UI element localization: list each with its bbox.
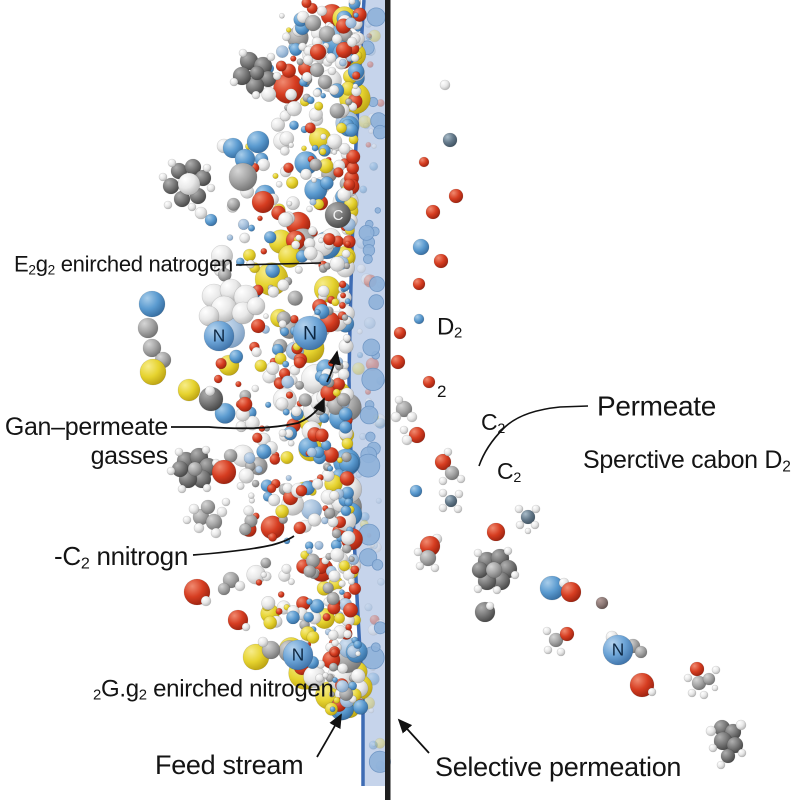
feed-stream-arrow xyxy=(316,713,342,758)
h-atom xyxy=(439,79,451,91)
n2-a xyxy=(412,238,430,256)
methanol-a xyxy=(434,447,466,486)
o2-h xyxy=(422,375,436,389)
peroxide-top xyxy=(302,36,360,66)
o2-c xyxy=(425,204,441,220)
svg-text:C: C xyxy=(333,208,344,224)
acetaldehyde xyxy=(542,626,575,657)
dot-r xyxy=(595,596,609,610)
methanol-b xyxy=(413,533,443,573)
labeled-atom-C: C xyxy=(324,201,352,229)
cyclohexane-r xyxy=(471,546,520,595)
oxygen-mid xyxy=(211,459,237,485)
o2-b xyxy=(448,188,464,204)
annotation-lines xyxy=(171,262,589,758)
gan-permeate-arrow2 xyxy=(326,350,341,383)
isobutane-mid xyxy=(182,497,231,539)
o2-e xyxy=(412,277,426,291)
feed-side-molecules xyxy=(137,5,360,671)
oxygen-single xyxy=(251,190,275,214)
hydroxyl-left xyxy=(183,578,212,607)
methylene xyxy=(390,395,418,423)
enriched-natrogen-pointer xyxy=(235,262,322,266)
oxygen-r xyxy=(486,522,506,542)
hydroxyl-br xyxy=(629,672,657,698)
svg-text:N: N xyxy=(612,640,624,660)
permeate-pointer xyxy=(478,405,589,467)
gray-small xyxy=(217,571,246,596)
ethane-top xyxy=(301,62,340,98)
labeled-atom-N: N xyxy=(203,320,235,352)
n2-c xyxy=(409,484,423,498)
o2-f xyxy=(393,326,407,340)
slate-atom xyxy=(442,132,458,148)
svg-text:N: N xyxy=(213,326,225,346)
azide-cluster xyxy=(216,130,270,192)
membrane-support-line xyxy=(385,0,391,800)
benzene-mid xyxy=(166,445,221,494)
white-cluster xyxy=(198,278,266,327)
labeled-atom-N: N xyxy=(602,634,634,666)
svg-text:N: N xyxy=(303,322,317,344)
nco-molecule xyxy=(539,575,582,603)
alkane-chain-top xyxy=(296,5,343,57)
labeled-atom-N: N xyxy=(292,315,328,351)
methane xyxy=(514,504,541,535)
thiol-chain xyxy=(137,290,172,386)
ammonium xyxy=(438,488,464,514)
svg-text:N: N xyxy=(292,645,304,665)
n2-b xyxy=(413,313,425,325)
cluster-br xyxy=(705,719,747,770)
membrane-bubbles xyxy=(356,7,391,773)
o2-g xyxy=(390,354,406,370)
cyclohexane-left xyxy=(158,158,216,212)
o2-a xyxy=(418,156,430,168)
carbon-r xyxy=(474,601,496,623)
acetyl-br xyxy=(683,661,721,700)
labeled-atom-N: N xyxy=(282,639,314,671)
cyclopentane-top xyxy=(229,48,282,100)
selective-permeation-arrow xyxy=(397,718,430,754)
gan-permeate-pointer xyxy=(171,397,325,430)
permeate-side-molecules xyxy=(390,79,747,770)
hydroxyl-r xyxy=(399,425,426,446)
hydroxyl-left2 xyxy=(227,609,251,632)
scn-bottom xyxy=(242,636,281,671)
o2-d xyxy=(433,253,449,269)
c2-nnitrogn-pointer xyxy=(192,535,295,556)
h2-pair xyxy=(194,206,218,227)
barrel-molecule xyxy=(177,378,224,412)
